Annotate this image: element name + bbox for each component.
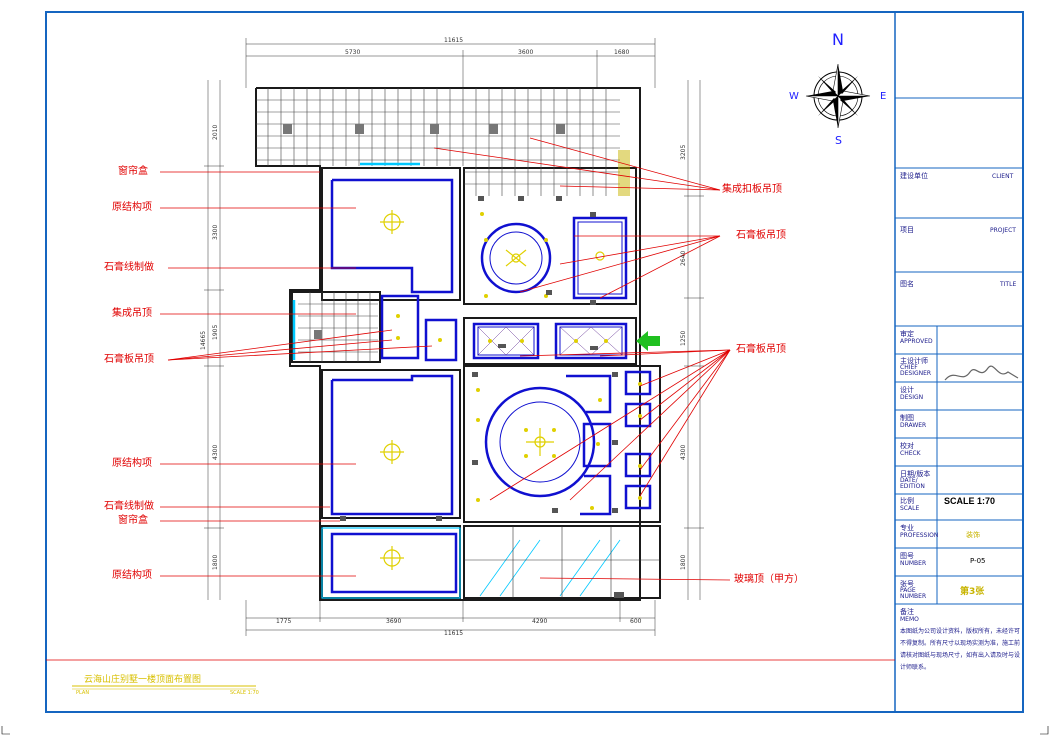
tb-page-cn: 张号: [900, 580, 914, 588]
label-curtain-box: 窗帘盒: [118, 166, 148, 177]
tb-chief-cn: 主设计师: [900, 357, 928, 365]
entrance-arrow: [636, 331, 660, 351]
drawing-scale-label: SCALE 1:70: [230, 690, 259, 696]
label-integrated-ceiling: 集成吊顶: [112, 308, 152, 319]
dim-bottom-total: 11615: [444, 630, 464, 637]
label-gypsum-ceiling-right-2: 石膏板吊顶: [736, 344, 786, 355]
tb-page-value: 第3张: [960, 587, 985, 597]
label-original-structure-3: 原结构项: [112, 570, 152, 581]
label-original-structure: 原结构项: [112, 202, 152, 213]
tile-hatches: [283, 124, 565, 339]
label-aluminum-ceiling: 集成扣板吊顶: [722, 184, 782, 195]
tb-number-value: P-05: [970, 557, 986, 565]
vent-fixtures: [340, 196, 624, 598]
tb-check-cn: 校对: [900, 442, 914, 450]
tb-approved-en: APPROVED: [900, 338, 933, 345]
tb-scale-en: SCALE: [900, 505, 920, 512]
dim-top-total: 11615: [444, 37, 464, 44]
label-curtain-box-2: 窗帘盒: [118, 515, 148, 526]
tb-number-cn: 图号: [900, 552, 914, 560]
tb-number-en: NUMBER: [900, 560, 927, 567]
tb-title-en: TITLE: [1000, 281, 1017, 288]
label-gypsum-ceiling: 石膏板吊顶: [104, 354, 154, 365]
footer-strip: [46, 659, 895, 690]
outer-frame: [45, 11, 1024, 713]
dim-left-total: 14665: [200, 330, 207, 350]
compass-west: W: [789, 91, 799, 102]
compass-rose-icon: [805, 63, 871, 129]
gypsum-boards: [330, 178, 652, 594]
dim-left-b: 3300: [212, 224, 219, 240]
tb-check-en: CHECK: [900, 450, 921, 457]
dim-top-a: 5730: [345, 49, 361, 56]
dim-right-a: 3205: [680, 144, 687, 160]
tb-design-cn: 设计: [900, 386, 914, 394]
drawing-title: 云海山庄别墅一楼顶面布置图: [84, 675, 202, 685]
tb-chief-en: CHIEF DESIGNER: [900, 364, 932, 377]
dim-bottom-c: 4290: [532, 618, 548, 625]
label-glass-ceiling: 玻璃顶（甲方）: [734, 574, 804, 585]
dim-top-b: 3600: [518, 49, 534, 56]
tb-title-cn: 图名: [900, 280, 914, 288]
label-plaster-line: 石膏线制做: [104, 262, 154, 273]
dimension-lines: [204, 38, 704, 636]
compass-east: E: [880, 91, 887, 102]
tb-page-en: PAGE NUMBER: [900, 587, 927, 600]
dim-bottom-b: 3690: [386, 618, 402, 625]
dim-left-e: 1800: [212, 554, 219, 570]
leader-lines: [160, 137, 731, 581]
label-gypsum-ceiling-right: 石膏板吊顶: [736, 230, 786, 241]
tb-project-cn: 项目: [900, 226, 914, 234]
tb-drawer-cn: 制图: [900, 414, 914, 422]
light-fixtures: [380, 210, 605, 570]
label-plaster-line-2: 石膏线制做: [104, 501, 154, 512]
tb-client-en: CLIENT: [992, 173, 1014, 180]
drawing-plan-label: PLAN: [76, 690, 90, 696]
tb-design-en: DESIGN: [900, 394, 924, 401]
dim-bottom-a: 1775: [276, 618, 292, 625]
signature: [944, 365, 1019, 381]
dim-right-e: 1800: [680, 554, 687, 570]
tb-profession-en: PROFESSION: [900, 532, 939, 539]
tb-profession-value: 装饰: [966, 531, 980, 539]
spot-lights: [396, 212, 642, 510]
tb-memo-text: 本图纸为公司设计资料，版权所有，未经许可不得复制。所有尺寸以现场实测为准，施工前…: [900, 628, 1021, 671]
tb-scale-cn: 比例: [900, 497, 914, 505]
compass-north: N: [832, 30, 844, 49]
tb-client-cn: 建设单位: [900, 172, 928, 180]
dim-right-b: 2640: [680, 250, 687, 266]
tb-date-en: DATE/ EDITION: [900, 477, 925, 490]
dim-right-c: 1250: [680, 330, 687, 346]
dim-bottom-d: 600: [630, 618, 642, 625]
dim-left-c: 1905: [212, 324, 219, 340]
tiled-ceiling-grid: [256, 88, 620, 362]
tb-memo-cn: 备注: [900, 608, 914, 616]
tb-scale-value: SCALE 1:70: [944, 496, 996, 506]
tb-date-cn: 日期/版本: [900, 470, 931, 478]
label-original-structure-2: 原结构项: [112, 458, 152, 469]
tb-drawer-en: DRAWER: [900, 422, 927, 429]
tb-memo-en: MEMO: [900, 616, 919, 623]
tb-profession-cn: 专业: [900, 524, 914, 532]
dim-right-d: 4300: [680, 444, 687, 460]
dim-left-a: 2010: [212, 124, 219, 140]
tb-project-en: PROJECT: [990, 227, 1016, 234]
dim-left-d: 4300: [212, 444, 219, 460]
tb-approved-cn: 审定: [900, 330, 914, 338]
exterior-walls: [255, 87, 661, 601]
title-block-grid: [895, 97, 1023, 605]
glass-ceiling: [292, 162, 621, 599]
dim-top-c: 1680: [614, 49, 630, 56]
compass-south: S: [835, 134, 842, 147]
